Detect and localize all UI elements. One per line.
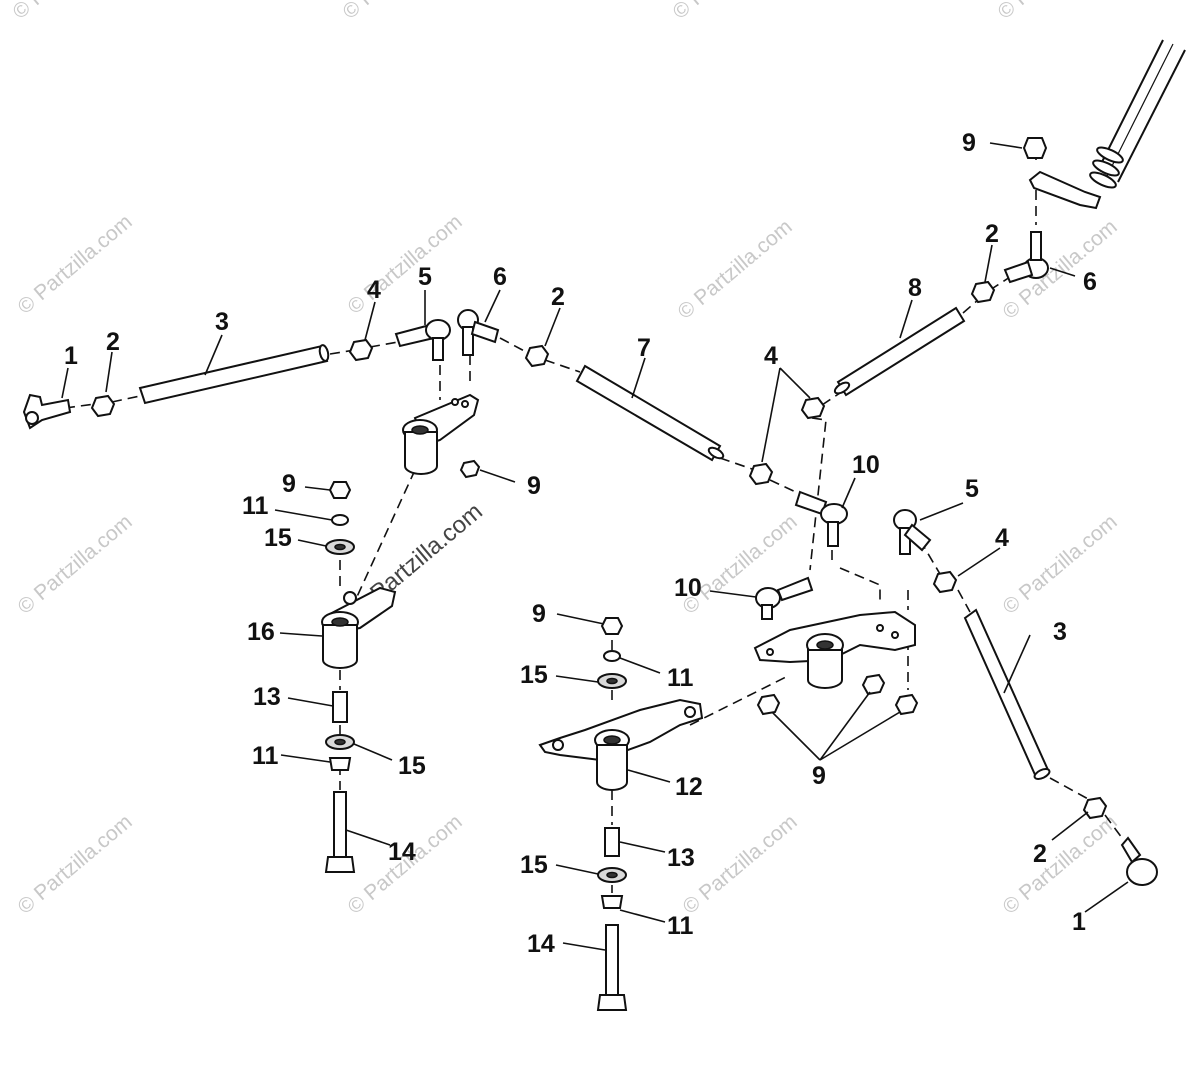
callout-1: 1 bbox=[1072, 908, 1086, 936]
callout-16: 16 bbox=[247, 618, 275, 646]
nuts bbox=[90, 137, 1108, 820]
callout-13: 13 bbox=[253, 683, 281, 711]
rod-end-5-right bbox=[893, 509, 932, 555]
callout-2: 2 bbox=[1033, 840, 1047, 868]
rod-end-1-right bbox=[1120, 836, 1158, 886]
leader-lines bbox=[61, 142, 1129, 951]
callout-6: 6 bbox=[493, 263, 507, 291]
watermark: © Partzilla.com bbox=[13, 810, 136, 919]
watermark: © Partzilla.com bbox=[678, 510, 801, 619]
callout-9: 9 bbox=[532, 600, 546, 628]
watermark: © Partzilla.com bbox=[998, 510, 1121, 619]
left-stack-hardware bbox=[324, 481, 356, 873]
tie-rod-3-right bbox=[963, 608, 1051, 780]
callout-6: 6 bbox=[1083, 268, 1097, 296]
callout-2: 2 bbox=[106, 328, 120, 356]
callout-9: 9 bbox=[527, 472, 541, 500]
assembly-lines bbox=[64, 150, 1123, 893]
watermark: © Partzilla.com bbox=[678, 810, 801, 919]
callout-5: 5 bbox=[418, 263, 432, 291]
callout-15: 15 bbox=[264, 524, 292, 552]
rod-end-10-upper bbox=[794, 490, 848, 547]
callout-9: 9 bbox=[812, 762, 826, 790]
pivot-arm-16 bbox=[321, 586, 397, 669]
watermark: © Partzilla.com bbox=[668, 0, 791, 24]
callout-15: 15 bbox=[520, 851, 548, 879]
watermark: © Partzilla.com bbox=[993, 0, 1116, 24]
rod-end-6-left bbox=[457, 309, 500, 356]
watermark: © Partzilla.com bbox=[343, 210, 466, 319]
pivot-arm-right bbox=[753, 610, 919, 716]
watermark: © Partzilla.com bbox=[998, 810, 1121, 919]
callout-11: 11 bbox=[667, 664, 694, 692]
rod-end-10-lower bbox=[755, 576, 814, 620]
watermark: © Partzilla.com bbox=[673, 215, 796, 324]
callout-4: 4 bbox=[995, 524, 1009, 552]
steering-column bbox=[1028, 39, 1186, 210]
callout-11: 11 bbox=[242, 492, 269, 520]
callout-1: 1 bbox=[64, 342, 78, 370]
callout-12: 12 bbox=[675, 773, 703, 801]
callout-9: 9 bbox=[962, 129, 976, 157]
callout-4: 4 bbox=[367, 276, 381, 304]
callout-4: 4 bbox=[764, 342, 778, 370]
callout-8: 8 bbox=[908, 274, 922, 302]
callout-2: 2 bbox=[985, 220, 999, 248]
callout-3: 3 bbox=[215, 308, 229, 336]
watermark: © Partzilla.com bbox=[338, 0, 461, 24]
callout-15: 15 bbox=[398, 752, 426, 780]
rod-end-6-right bbox=[1003, 231, 1049, 284]
tie-rod-7 bbox=[575, 364, 725, 462]
callout-3: 3 bbox=[1053, 618, 1067, 646]
idler-arm-12 bbox=[538, 698, 704, 791]
callout-11: 11 bbox=[667, 912, 694, 940]
callout-14: 14 bbox=[527, 930, 555, 958]
watermark: © Partzilla.com bbox=[8, 0, 131, 24]
callout-7: 7 bbox=[637, 334, 651, 362]
callouts: 1 2 3 4 5 6 2 7 4 8 2 6 9 9 9 11 15 10 5… bbox=[64, 129, 1097, 958]
pivot-arm-upper-left bbox=[402, 393, 481, 479]
watermark: © Partzilla.com bbox=[13, 510, 136, 619]
callout-15: 15 bbox=[520, 661, 548, 689]
watermark: © Partzilla.com bbox=[13, 210, 136, 319]
callout-2: 2 bbox=[551, 283, 565, 311]
center-stack-hardware bbox=[596, 617, 628, 1011]
callout-9: 9 bbox=[282, 470, 296, 498]
callout-5: 5 bbox=[965, 475, 979, 503]
callout-10: 10 bbox=[852, 451, 880, 479]
callout-11: 11 bbox=[252, 742, 279, 770]
rod-end-5-left bbox=[394, 319, 451, 361]
callout-10: 10 bbox=[674, 574, 702, 602]
callout-14: 14 bbox=[388, 838, 416, 866]
watermarks: © Partzilla.com © Partzilla.com © Partzi… bbox=[8, 0, 1121, 919]
tie-rod-8 bbox=[833, 306, 966, 397]
callout-13: 13 bbox=[667, 844, 695, 872]
rod-end-1-left bbox=[22, 393, 72, 430]
tie-rod-3-left bbox=[138, 344, 330, 405]
